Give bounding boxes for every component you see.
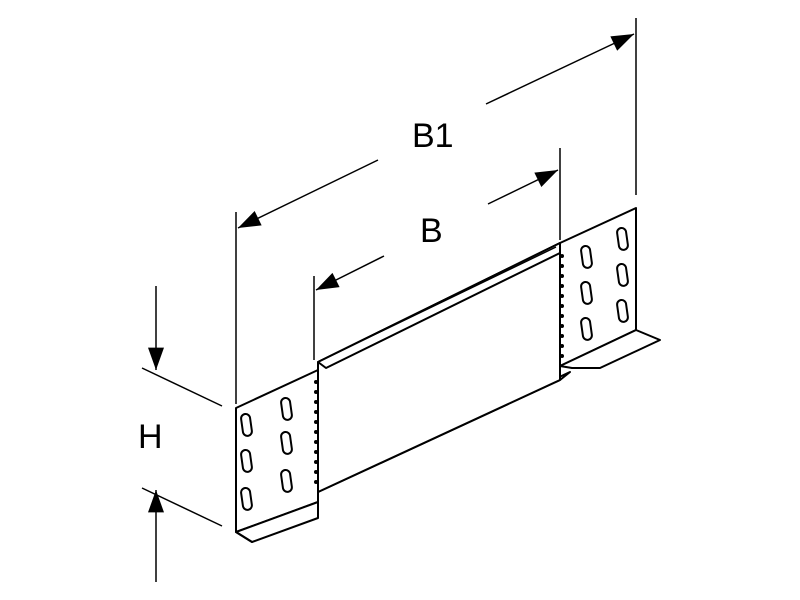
b1-arrow-left xyxy=(237,159,379,229)
h-extension-top xyxy=(141,367,223,407)
right-slots xyxy=(580,226,629,341)
b-label: B xyxy=(420,212,443,250)
reducer-part xyxy=(235,207,661,543)
b-arrow-left xyxy=(315,255,385,291)
dimension-h: H xyxy=(138,286,223,582)
left-slots xyxy=(240,396,293,511)
dimension-b: B xyxy=(313,148,561,360)
left-perforations xyxy=(314,380,318,484)
b1-arrow-right xyxy=(485,33,635,105)
b1-label: B1 xyxy=(412,117,454,155)
h-extension-bottom xyxy=(141,487,223,527)
b-arrow-right xyxy=(487,169,559,205)
dimension-b1: B1 xyxy=(235,18,637,404)
right-perforations xyxy=(560,254,564,358)
right-foot xyxy=(559,329,661,369)
h-label: H xyxy=(138,418,163,456)
middle-web-panel xyxy=(317,242,561,493)
